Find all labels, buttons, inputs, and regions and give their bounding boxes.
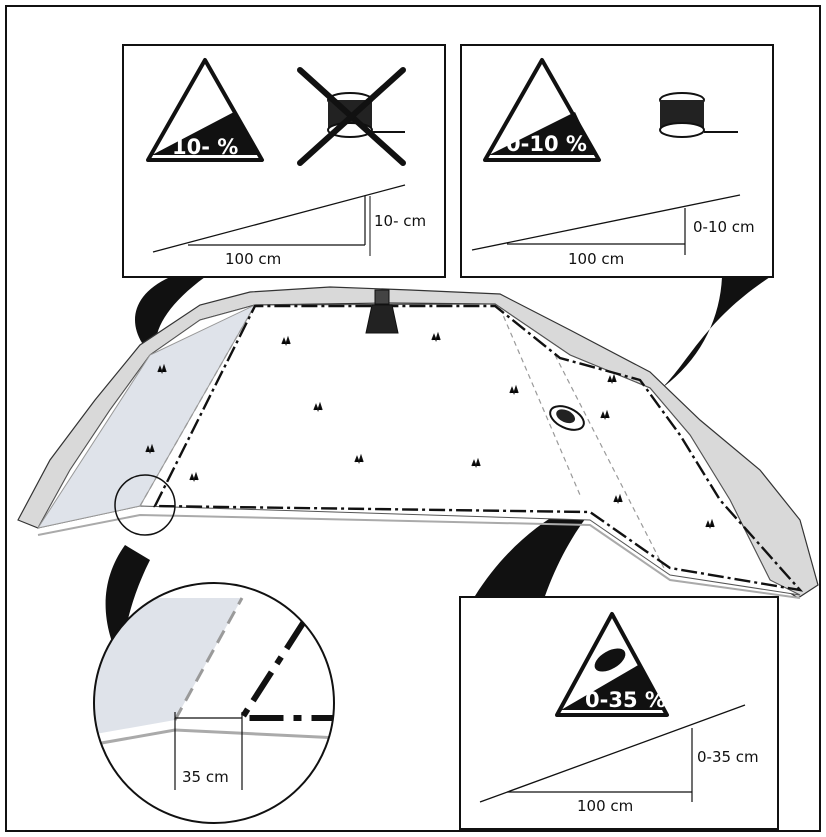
panel-steep-slope: 10- % 100 cm 10- cm [122, 44, 446, 278]
robotic-mower-icon [549, 405, 585, 431]
boundary-wire-reel-icon [659, 92, 738, 138]
cross-out-icon [297, 67, 406, 166]
rise-label: 0-35 cm [697, 748, 759, 766]
slope-percent: 0-10 % [506, 132, 587, 156]
panel-mower-slope: 0-35 % 100 cm 0-35 cm [459, 596, 779, 830]
grass-tuft-icons [145, 331, 715, 530]
panel-moderate-slope: 0-10 % 100 cm 0-10 cm [460, 44, 774, 278]
detail-magnifier [114, 474, 176, 536]
outer-frame [5, 5, 821, 832]
guide-wire-slope [499, 307, 666, 571]
slope-warning-triangle-icon [146, 58, 264, 162]
slope-percent: 10- % [172, 135, 238, 159]
guide-wire-detail [173, 597, 244, 721]
charging-station-icon [365, 289, 399, 334]
detail-zoom: 35 cm [93, 582, 335, 824]
lawn-edge [37, 513, 801, 599]
run-label: 100 cm [225, 250, 281, 268]
guide-wire-steep [139, 304, 256, 507]
slope-line [479, 704, 746, 803]
rise-label: 0-10 cm [693, 218, 755, 236]
slope-percent: 0-35 % [585, 688, 666, 712]
slope-warning-triangle-icon [483, 58, 601, 162]
slope-line [152, 184, 406, 253]
distance-label: 35 cm [182, 768, 229, 786]
robotic-mower-icon [594, 648, 626, 672]
boundary-wire [153, 304, 804, 592]
run-label: 100 cm [577, 797, 633, 815]
callout-tail-moderate [662, 277, 770, 388]
slope-warning-triangle-icon [555, 612, 669, 717]
rise-label: 10- cm [374, 212, 426, 230]
slope-line [471, 194, 741, 251]
run-label: 100 cm [568, 250, 624, 268]
